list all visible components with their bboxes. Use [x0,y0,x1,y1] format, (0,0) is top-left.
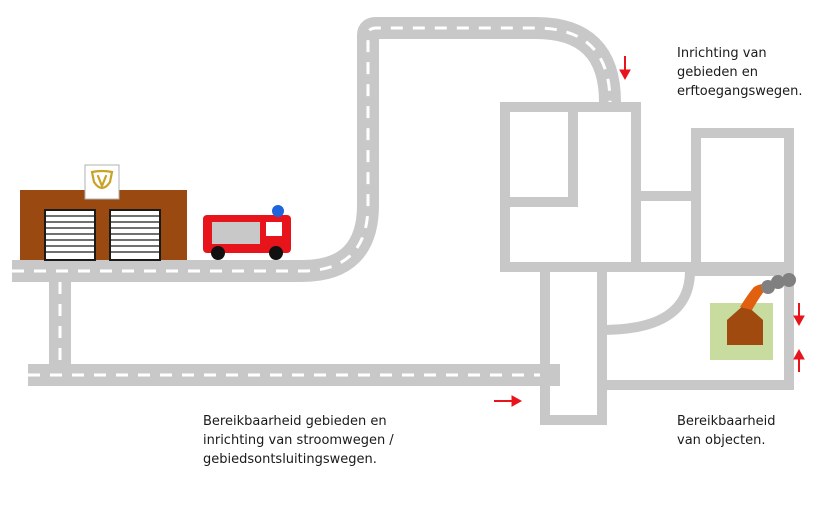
arrow-down-top-icon [619,56,631,81]
road-marking-upper [12,26,612,273]
fire-brigade-emblem-icon [84,164,120,200]
block-connector [636,191,701,267]
main-road [12,17,621,386]
truck-wheel-rear [269,246,283,260]
garage-door-right [109,209,161,261]
block-lower-right [602,271,794,390]
label-erftoegangswegen: Inrichting van gebieden en erftoegangswe… [677,44,802,101]
label-line: Inrichting van [677,46,767,61]
fire-truck-icon [203,205,291,260]
truck-wheel-front [211,246,225,260]
smoke-icon [761,273,796,294]
burning-house-icon [710,273,796,360]
arrow-up-house-icon [793,348,805,372]
arrow-down-house-icon [793,303,805,327]
label-stroomwegen: Bereikbaarheid gebieden en inrichting va… [203,412,394,469]
block-curve [601,270,695,335]
fire-station-icon [20,164,187,261]
block-right [691,128,794,276]
truck-window [212,222,260,244]
truck-window-front [266,222,282,236]
block-inner-small [500,102,578,207]
label-line: gebieden en [677,65,758,80]
label-line: Bereikbaarheid gebieden en [203,414,387,429]
beacon-light-icon [272,205,284,217]
label-line: gebiedsontsluitingswegen. [203,452,377,467]
label-objecten: Bereikbaarheid van objecten. [677,412,776,450]
label-line: inrichting van stroomwegen / [203,433,394,448]
arrow-right-bottom-icon [494,395,523,407]
block-bottom-stem [540,267,607,425]
garage-door-left [44,209,96,261]
flame-icon [740,284,768,310]
arrows [494,56,805,407]
city-blocks [500,102,794,425]
label-line: van objecten. [677,433,766,448]
label-line: erftoegangswegen. [677,84,803,99]
label-line: Bereikbaarheid [677,414,776,429]
house-shape [727,304,763,345]
